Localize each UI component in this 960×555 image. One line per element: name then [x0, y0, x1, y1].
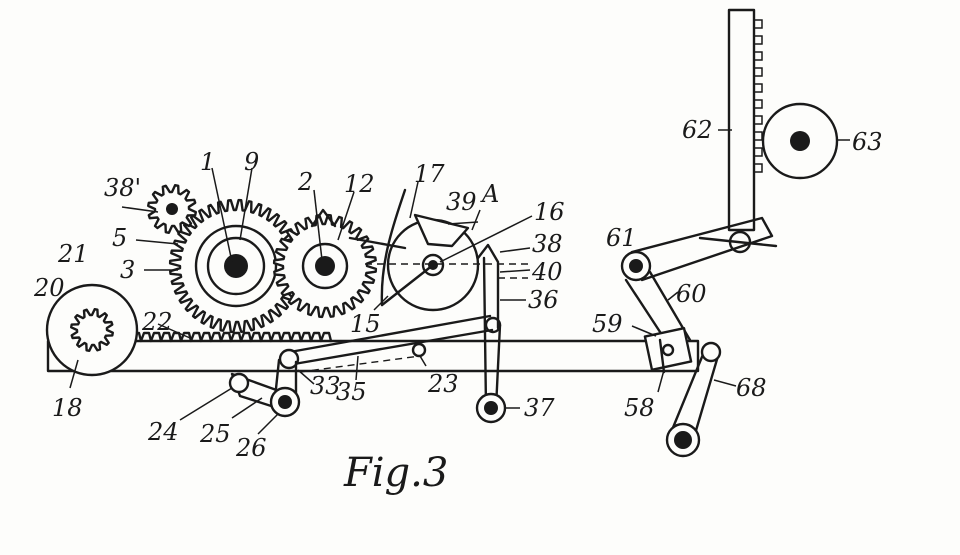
label-58: 58 — [624, 394, 655, 422]
label-63: 63 — [852, 128, 883, 156]
label-61: 61 — [606, 224, 637, 252]
wheel-63 — [761, 102, 839, 180]
label-36: 36 — [528, 286, 559, 314]
label-3: 3 — [120, 256, 135, 284]
label-A: A — [480, 180, 499, 208]
arm-60 — [620, 216, 778, 342]
label-21: 21 — [57, 240, 89, 268]
gear-9 — [168, 198, 304, 334]
pinion-20-disc-21 — [45, 283, 139, 377]
reference-labels: 38' 1 9 2 12 17 39 A 16 38 40 36 15 5 3 … — [33, 116, 883, 462]
figure-caption: Fig.3 — [343, 450, 448, 496]
label-35: 35 — [336, 378, 367, 406]
label-12: 12 — [344, 170, 375, 198]
rack-bar-18 — [46, 331, 700, 373]
connecting-rod-35 — [278, 314, 494, 373]
label-37: 37 — [524, 394, 555, 422]
label-24: 24 — [147, 418, 179, 446]
pawl-58 — [643, 327, 693, 374]
label-22: 22 — [141, 308, 173, 336]
label-9: 9 — [244, 148, 259, 176]
label-25: 25 — [199, 420, 231, 448]
label-1: 1 — [200, 148, 215, 176]
label-40: 40 — [531, 258, 563, 286]
label-15: 15 — [350, 310, 381, 338]
lever-36 — [475, 243, 507, 424]
label-17: 17 — [414, 160, 445, 188]
label-18: 18 — [52, 394, 83, 422]
label-39: 39 — [446, 188, 477, 216]
lever-25 — [228, 358, 301, 418]
link-68 — [665, 341, 722, 458]
label-62: 62 — [682, 116, 713, 144]
leader-lines — [69, 129, 850, 435]
label-26: 26 — [235, 434, 267, 462]
label-16: 16 — [534, 198, 565, 226]
gear-38-prime — [147, 184, 197, 234]
label-60: 60 — [676, 280, 707, 308]
gear-12 — [272, 208, 378, 319]
label-59: 59 — [592, 310, 623, 338]
label-23: 23 — [427, 370, 459, 398]
cam-16 — [348, 188, 528, 312]
label-2: 2 — [297, 168, 313, 196]
label-33: 33 — [310, 372, 341, 400]
label-38: 38 — [532, 230, 563, 258]
label-68: 68 — [736, 374, 767, 402]
label-20: 20 — [33, 274, 65, 302]
label-38-prime: 38' — [104, 174, 141, 202]
label-5: 5 — [112, 224, 127, 252]
rack-bar-62 — [727, 8, 763, 254]
